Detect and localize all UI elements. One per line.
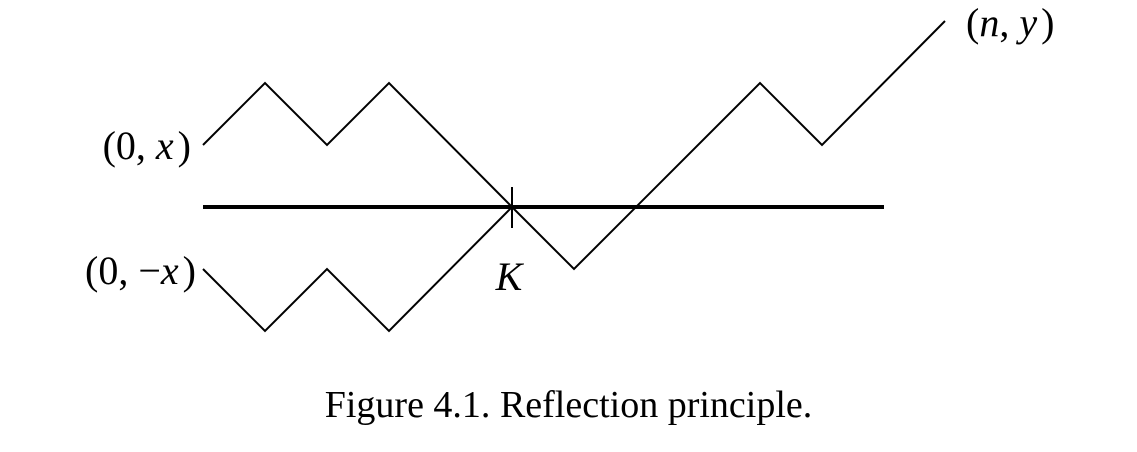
figure-caption: Figure 4.1. Reflection principle.	[0, 380, 1137, 430]
label-crossing-point: K	[495, 254, 525, 299]
label-end: (n, y)	[966, 0, 1054, 45]
label-start-upper: (0, x)	[103, 123, 191, 168]
upper-path-segment	[202, 81, 513, 208]
label-start-lower: (0, −x)	[85, 248, 196, 293]
shared-path-segment	[511, 20, 946, 271]
caption-figure-number: Figure 4.1.	[324, 384, 491, 426]
caption-title: Reflection principle.	[499, 384, 813, 426]
reflected-path-segment	[202, 206, 513, 333]
